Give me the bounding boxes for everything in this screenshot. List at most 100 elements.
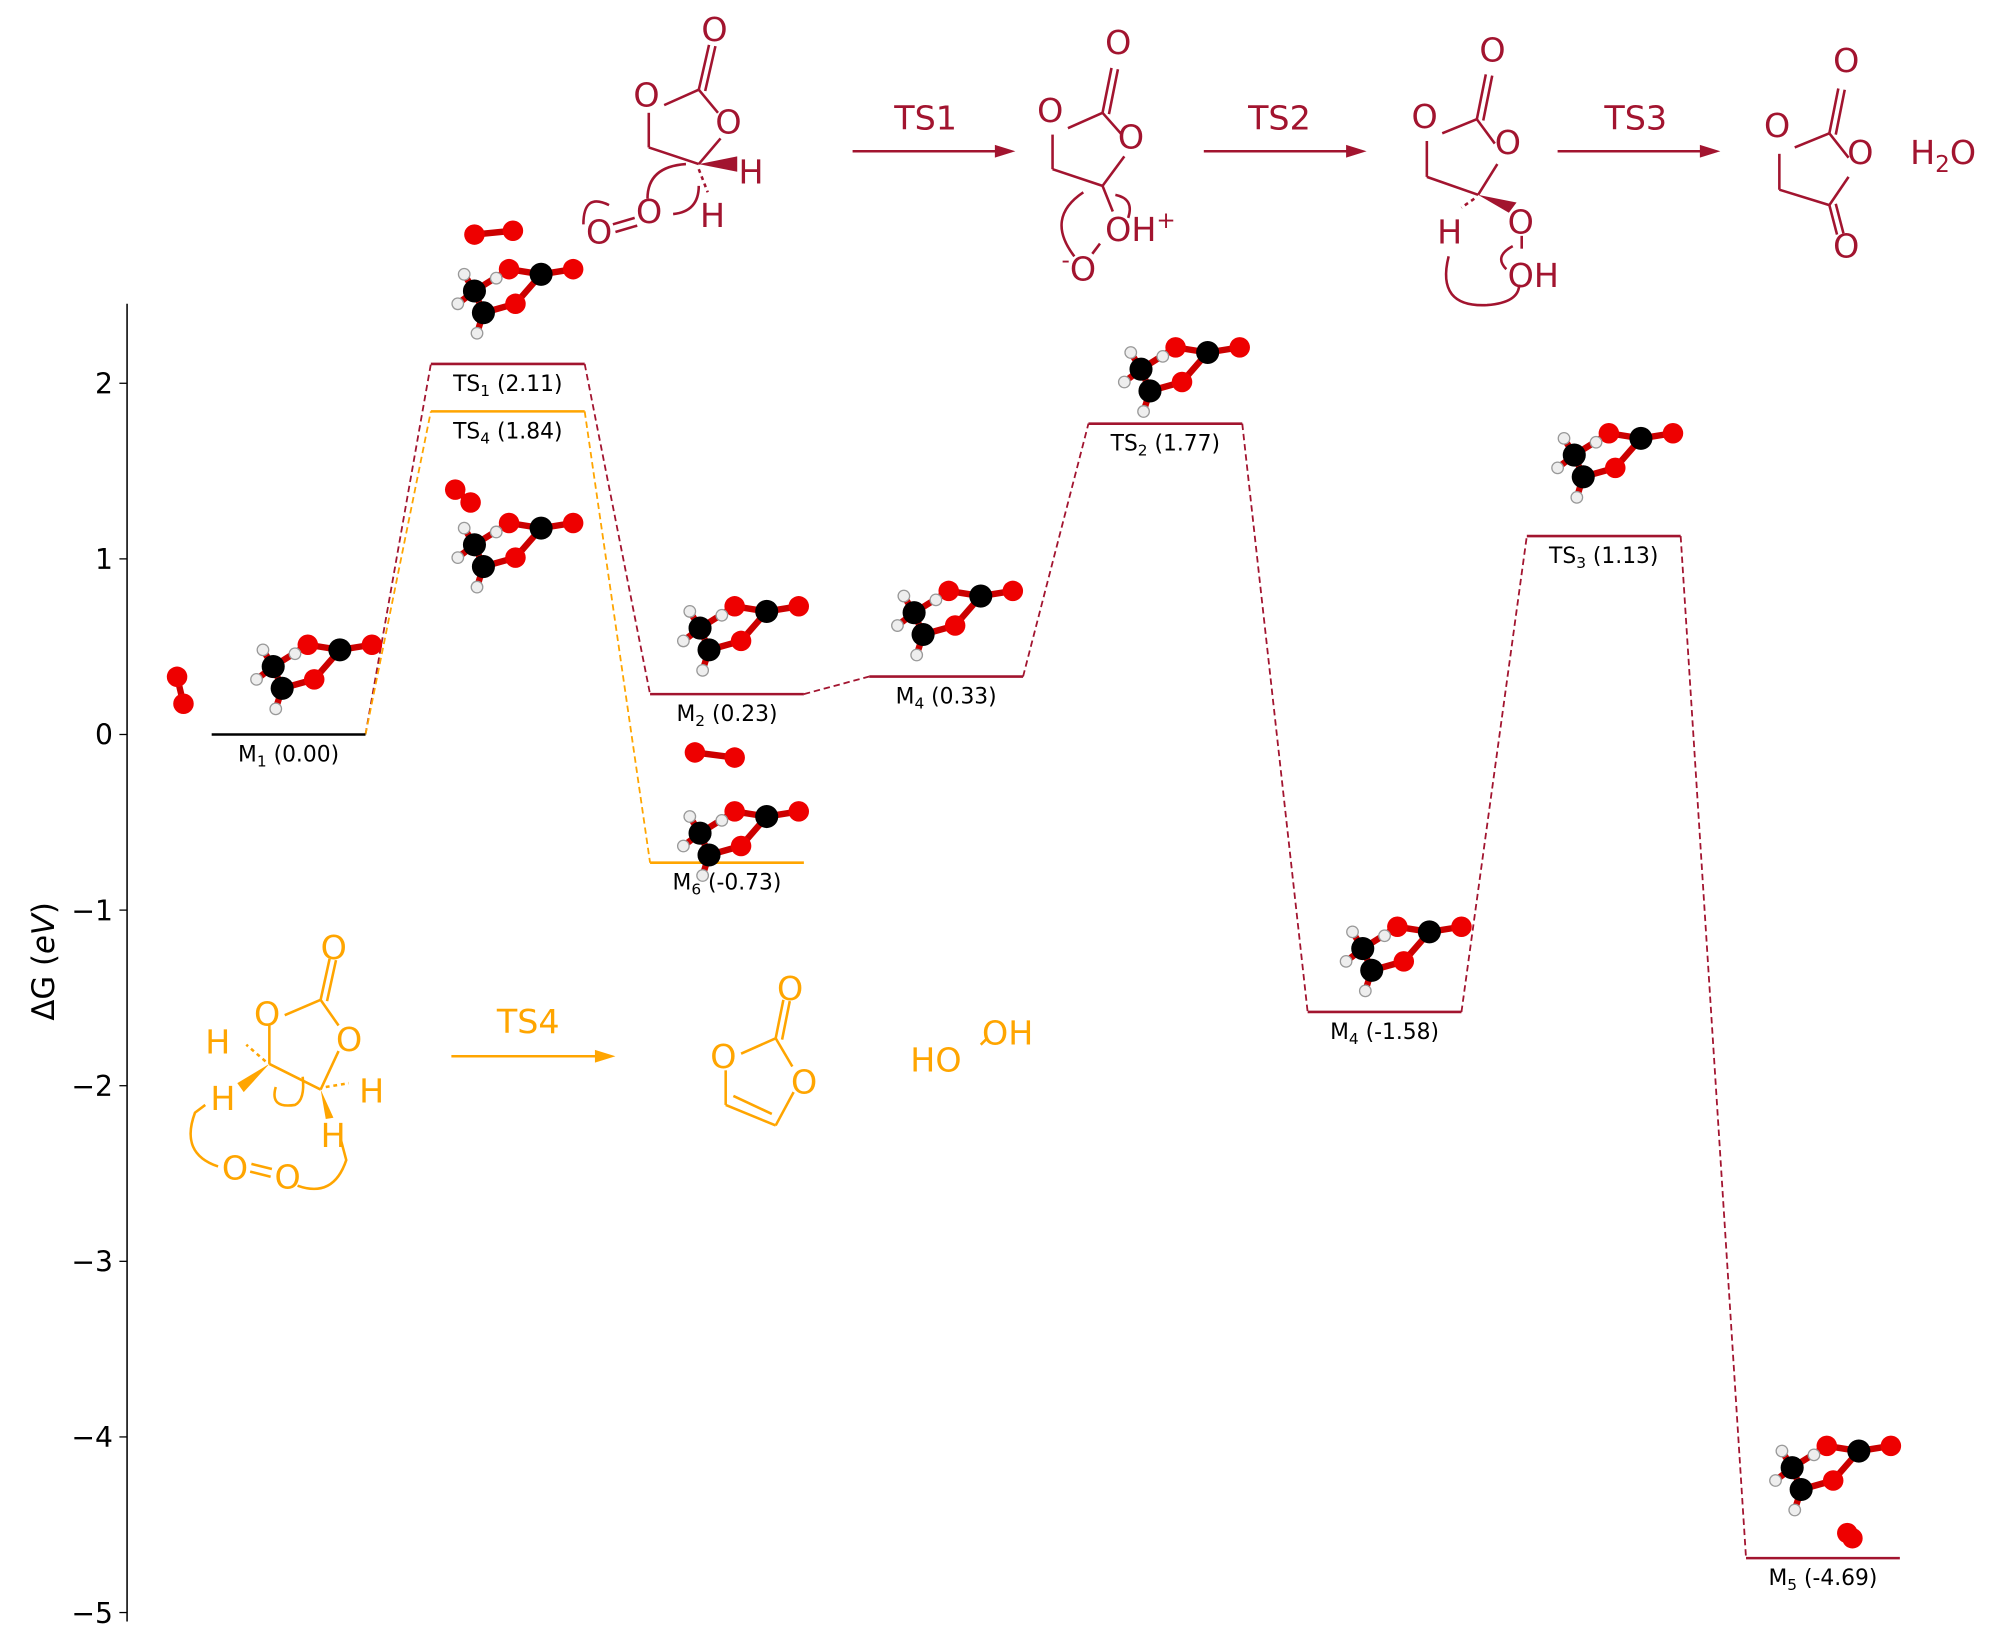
y-tick-label: 1 <box>95 543 113 576</box>
y-tick-label: −5 <box>71 1597 113 1630</box>
level-label-M1: M1 (0.00) <box>238 742 339 770</box>
atom-h: H <box>210 1079 235 1118</box>
molecule-m1-icon <box>250 634 383 716</box>
o2-molecule-icon <box>166 666 194 714</box>
atom-o: O <box>777 969 803 1008</box>
atom-o: O <box>274 1157 300 1196</box>
atom-o: O <box>633 75 659 114</box>
connectors <box>364 363 1747 1559</box>
product-structure: O O O O H2O <box>1764 41 1976 266</box>
atom-o: O <box>1764 106 1790 145</box>
atom-h: H <box>205 1023 230 1062</box>
atom-o: O <box>1411 97 1437 136</box>
oh-fragment-icon <box>684 742 745 768</box>
atom-o: O <box>701 10 727 49</box>
hydroperoxide-oh: OH <box>982 1014 1033 1053</box>
molecule-m5-icon <box>1769 1435 1902 1517</box>
connector-M4a-TS2 <box>1022 423 1090 677</box>
atom-o: O <box>1847 133 1873 172</box>
atom-o: O <box>1118 118 1144 157</box>
atom-h: H <box>321 1116 346 1155</box>
atom-oh: OH <box>1508 256 1559 295</box>
level-label-TS1: TS1 (2.11) <box>452 372 562 400</box>
y-tick-label: −3 <box>71 1246 113 1279</box>
y-axis: 2 1 0 −1 −2 −3 −4 −5 <box>71 303 128 1630</box>
arrow-ts4: TS4 <box>451 1002 616 1063</box>
arrow-label: TS2 <box>1247 98 1311 137</box>
molecule-m4a-icon <box>891 580 1024 662</box>
intermediate2-structure: O O O H O OH <box>1411 31 1559 307</box>
molecule-ts3-icon <box>1551 423 1684 504</box>
atom-o: O <box>1508 202 1534 241</box>
level-label-TS4: TS4 (1.84) <box>452 419 562 447</box>
y-tick-label: −1 <box>71 894 113 927</box>
atom-o: O <box>1037 91 1063 130</box>
levels: M1 (0.00) TS1 (2.11) TS4 (1.84) M2 (0.23) M6… <box>211 362 1900 1594</box>
connector-M1-TS4 <box>364 411 432 735</box>
atom-o: O <box>710 1037 736 1076</box>
o2-molecule-icon <box>464 220 524 245</box>
atom-h: H <box>1437 213 1462 252</box>
y-tick-label: −4 <box>71 1421 113 1454</box>
arrow-label: TS4 <box>496 1002 560 1041</box>
atom-o: O <box>715 102 741 141</box>
level-label-M5: M5 (-4.69) <box>1768 1566 1877 1594</box>
connector-M1-TS1 <box>364 363 432 735</box>
alt-reactant-structure: O O O H H H H O O <box>189 928 384 1196</box>
atom-h: H <box>739 152 764 191</box>
atom-o: O <box>1479 31 1505 70</box>
o2-molecule-icon <box>444 479 481 513</box>
atom-o: O <box>321 928 347 967</box>
level-label-TS3: TS3 (1.13) <box>1548 544 1658 572</box>
molecule-m2-icon <box>676 596 810 677</box>
hydroperoxide-ho: HO <box>910 1041 961 1080</box>
molecule-ts1-icon <box>451 258 584 340</box>
atom-o: O <box>222 1148 248 1187</box>
y-tick-label: −2 <box>71 1070 113 1103</box>
atom-o: O <box>1833 41 1859 80</box>
arrow-ts1: TS1 <box>852 98 1016 158</box>
molecule-m6-icon <box>676 801 810 882</box>
connector-TS4-M6 <box>583 411 651 863</box>
atom-o: O <box>636 192 662 231</box>
atom-o: O <box>254 994 280 1033</box>
intermediate1-structure: O O O OH+ -O <box>1037 23 1176 289</box>
atom-o: O <box>586 213 612 252</box>
y-tick-label: 0 <box>95 719 113 752</box>
molecule-ts2-icon <box>1117 337 1250 418</box>
y-axis-label: ΔG (eV) <box>26 902 62 1021</box>
atom-o-minus: -O <box>1062 248 1097 289</box>
scheme-alt: O O O H H H H O O TS4 O O O HO OH <box>189 928 1033 1196</box>
arrow-label: TS1 <box>893 98 957 137</box>
atom-o: O <box>1495 123 1521 162</box>
level-label-M2: M2 (0.23) <box>676 702 777 730</box>
atom-h: H <box>359 1071 384 1110</box>
level-label-TS2: TS2 (1.77) <box>1110 432 1220 460</box>
atom-o: O <box>1105 23 1131 62</box>
atom-h: H <box>700 196 725 235</box>
water-molecule-icon <box>1837 1522 1863 1549</box>
water-formula: H2O <box>1910 133 1976 178</box>
molecule-renders <box>166 220 1902 1549</box>
atom-o: O <box>1833 227 1859 266</box>
alt-product-structure: O O O HO OH <box>710 969 1033 1127</box>
level-label-M6: M6 (-0.73) <box>673 871 782 899</box>
arrow-label: TS3 <box>1603 98 1667 137</box>
connector-TS1-M2 <box>583 363 651 695</box>
arrow-ts3: TS3 <box>1557 98 1721 158</box>
reactant-structure: O O O H H O O <box>582 10 764 252</box>
level-label-M4b: M4 (-1.58) <box>1330 1020 1439 1048</box>
molecule-m4b-icon <box>1339 916 1472 998</box>
connector-M2-M4a <box>803 675 870 695</box>
atom-oh-plus: OH+ <box>1105 208 1176 249</box>
atom-o: O <box>336 1020 362 1059</box>
level-label-M4a: M4 (0.33) <box>896 684 997 712</box>
scheme-main: O O O H H O O TS1 O O O OH+ -O TS2 <box>582 10 1976 307</box>
arrow-ts2: TS2 <box>1203 98 1367 158</box>
connector-TS2-M4b <box>1241 423 1309 1013</box>
connector-M4b-TS3 <box>1460 535 1528 1013</box>
molecule-ts4-icon <box>451 512 584 594</box>
y-tick-label: 2 <box>95 368 113 401</box>
